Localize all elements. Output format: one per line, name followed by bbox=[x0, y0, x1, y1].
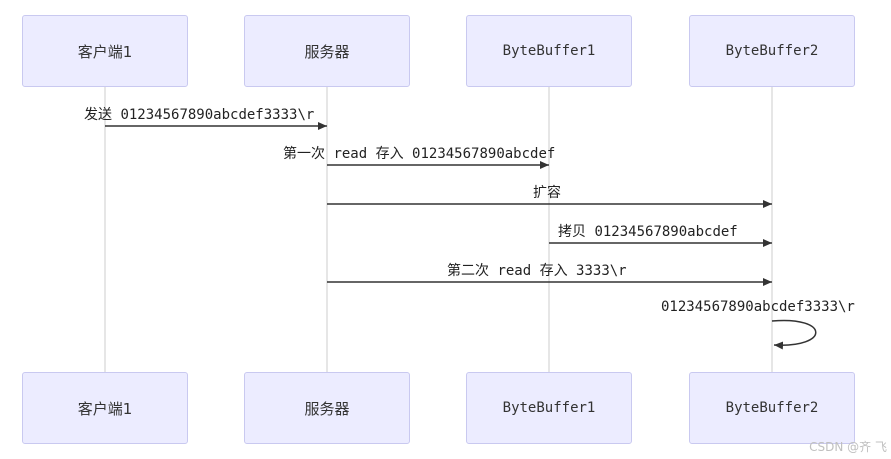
actor-bytebuffer1-top: ByteBuffer1 bbox=[466, 15, 632, 87]
label-self-loop-code: 01234567890abcdef3333\r bbox=[661, 299, 855, 315]
label-expand-cn: 扩容 bbox=[533, 185, 561, 201]
label-second-read-cn: 第二次 bbox=[447, 263, 489, 279]
label-first-read-code-a: read bbox=[333, 146, 368, 162]
label-copy-code: 01234567890abcdef bbox=[594, 224, 738, 240]
actor-server-top: 服务器 bbox=[244, 15, 410, 87]
label-first-read: 第一次 read 存入 01234567890abcdef bbox=[283, 143, 555, 163]
label-expand: 扩容 bbox=[533, 182, 561, 202]
arrow-self-loop bbox=[771, 319, 817, 350]
actor-bytebuffer2-bottom: ByteBuffer2 bbox=[689, 372, 855, 444]
actor-bytebuffer1-bottom: ByteBuffer1 bbox=[466, 372, 632, 444]
label-copy-cn: 拷贝 bbox=[558, 224, 586, 240]
label-copy: 拷贝 01234567890abcdef bbox=[558, 221, 738, 241]
label-self-loop: 01234567890abcdef3333\r bbox=[661, 299, 855, 315]
label-first-read-code-b: 01234567890abcdef bbox=[412, 146, 556, 162]
label-send: 发送 01234567890abcdef3333\r bbox=[84, 104, 314, 124]
label-send-cn: 发送 bbox=[84, 107, 112, 123]
label-second-read-code-a: read bbox=[497, 263, 532, 279]
label-first-read-cn-b: 存入 bbox=[375, 146, 404, 162]
watermark: CSDN @齐 飞 bbox=[809, 440, 887, 454]
actor-bytebuffer2-top: ByteBuffer2 bbox=[689, 15, 855, 87]
actor-client1-bottom: 客户端1 bbox=[22, 372, 188, 444]
label-first-read-cn: 第一次 bbox=[283, 146, 325, 162]
label-second-read-code-b: 3333\r bbox=[576, 263, 627, 279]
label-send-code: 01234567890abcdef3333\r bbox=[120, 107, 315, 123]
label-second-read: 第二次 read 存入 3333\r bbox=[447, 260, 627, 280]
actor-server-bottom: 服务器 bbox=[244, 372, 410, 444]
actor-client1-top: 客户端1 bbox=[22, 15, 188, 87]
label-second-read-cn-b: 存入 bbox=[539, 263, 568, 279]
